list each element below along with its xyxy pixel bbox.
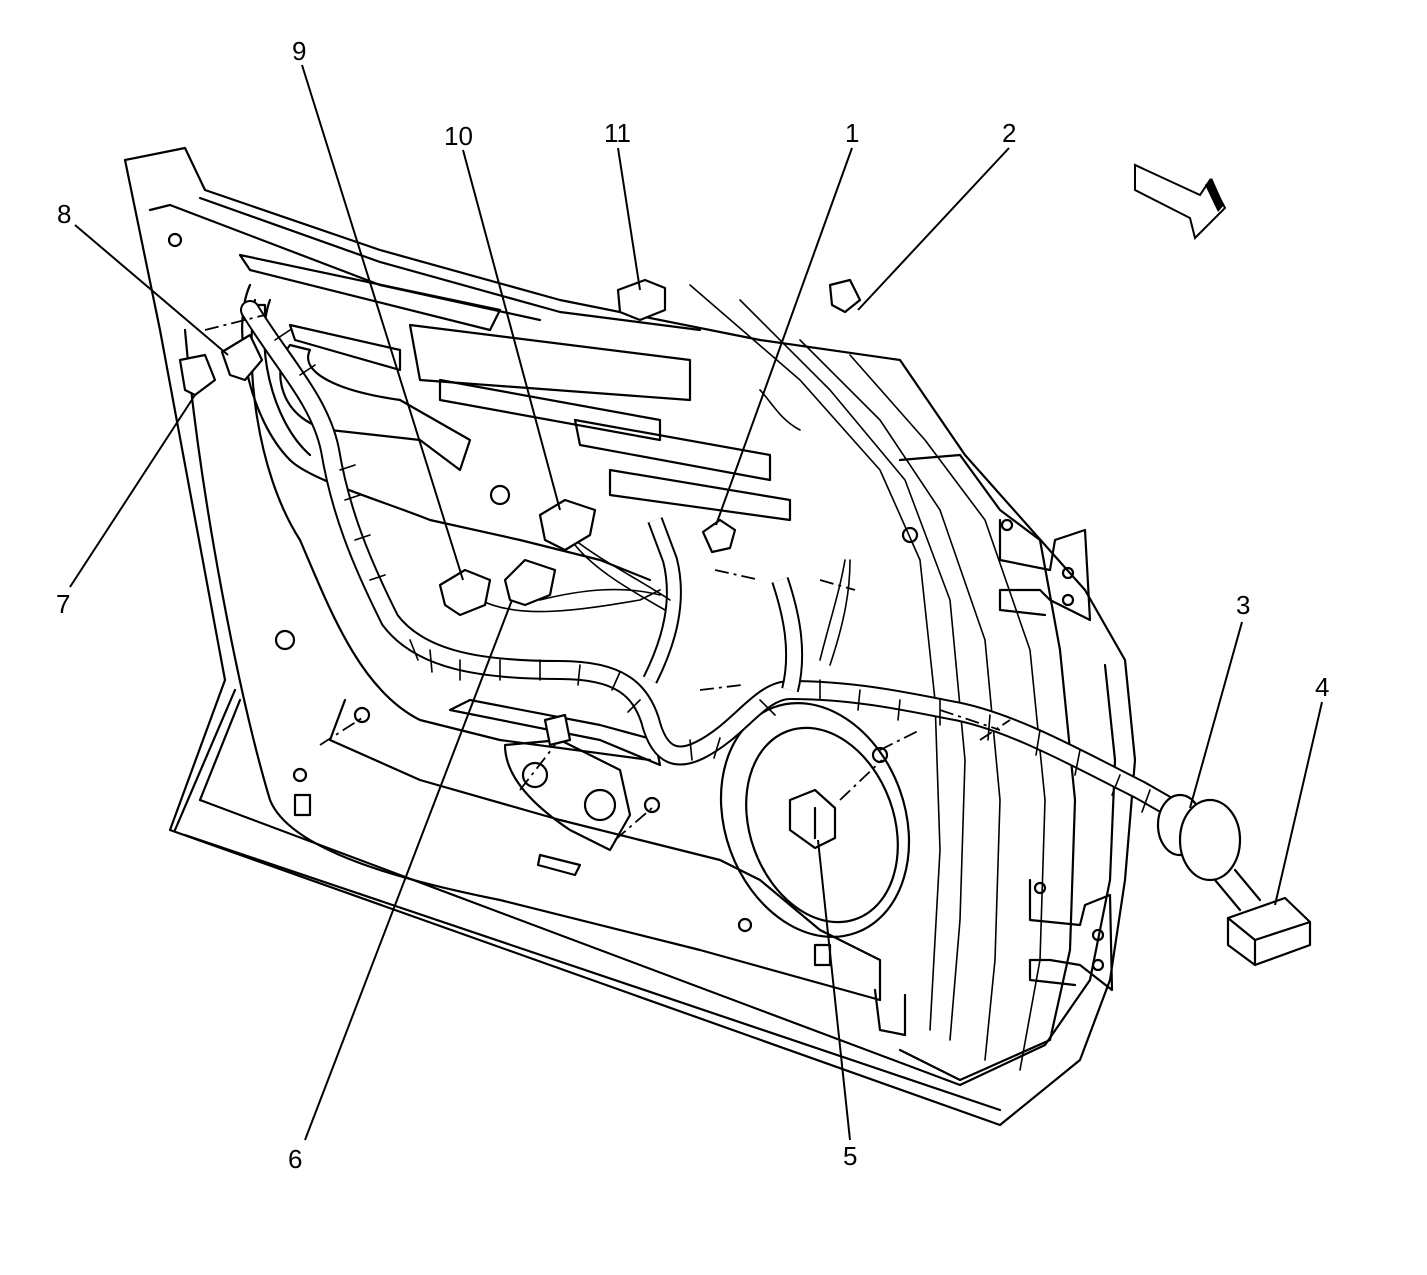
leader-lines xyxy=(69,64,1323,1141)
callout-2: 2 xyxy=(1002,118,1016,148)
callout-labels: 1 2 3 4 5 6 7 8 9 10 11 xyxy=(56,36,1329,1174)
callout-6: 6 xyxy=(288,1144,302,1174)
callout-11: 11 xyxy=(604,118,631,148)
callout-9: 9 xyxy=(292,36,306,66)
speaker-opening xyxy=(719,702,911,938)
callout-10: 10 xyxy=(444,121,473,151)
callout-4: 4 xyxy=(1315,672,1329,702)
callout-8: 8 xyxy=(57,199,71,229)
connectors xyxy=(178,278,1312,967)
fastener-centerlines xyxy=(204,314,1011,841)
door-hinges xyxy=(998,518,1114,992)
callout-3: 3 xyxy=(1236,590,1250,620)
forward-direction-arrow-icon xyxy=(1134,163,1227,240)
callout-7: 7 xyxy=(56,589,70,619)
inner-panel xyxy=(167,232,919,1037)
door-frame xyxy=(123,146,1137,1127)
wiring-harness xyxy=(240,300,1185,820)
callout-1: 1 xyxy=(845,118,859,148)
callout-5: 5 xyxy=(843,1141,857,1171)
